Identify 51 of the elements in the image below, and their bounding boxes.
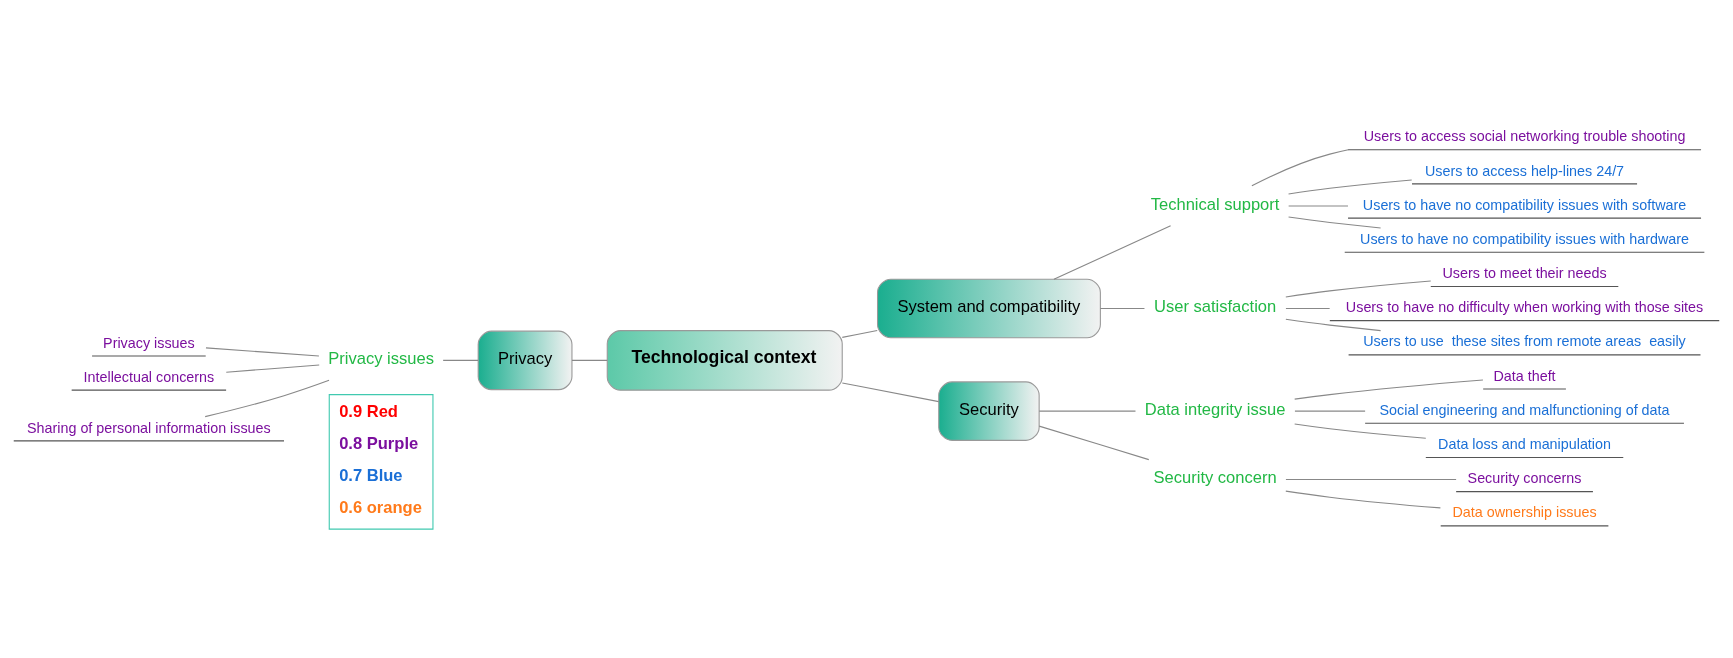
connector: [841, 329, 878, 338]
node-text: Users to access help-lines 24/7: [1424, 162, 1625, 178]
connector: [1285, 478, 1457, 480]
connector: [1053, 224, 1172, 280]
node-text: Data loss and manipulation: [1438, 435, 1611, 452]
node-text: Users to have no compatibility issues with hardware: [1360, 230, 1689, 247]
connector: [1294, 410, 1366, 412]
connector: [1285, 318, 1382, 331]
connector: [1285, 279, 1432, 297]
legend-label: 0.7 Blue: [339, 465, 403, 485]
node-box: Privacy: [477, 330, 573, 390]
node-text: Users to meet their needs: [1442, 264, 1607, 281]
connector: [571, 359, 608, 361]
connector: [1099, 307, 1145, 309]
node-text: Sharing of personal information issues: [27, 419, 271, 436]
legend-label: 0.9 Red: [339, 401, 398, 421]
connector: [1288, 178, 1413, 194]
node-text: Data integrity issue: [1144, 399, 1286, 419]
connector: [442, 359, 479, 361]
node-text: Security concern: [1153, 467, 1277, 487]
connector: [841, 381, 940, 402]
node-text: User satisfaction: [1154, 296, 1277, 316]
node-text: Data ownership issues: [1452, 503, 1597, 520]
node-text: Users to have no difficulty when working with those sites: [1345, 298, 1704, 315]
node-text: Users to use these sites from remote areas easily: [1363, 332, 1686, 349]
connector: [1285, 490, 1441, 508]
connector: [1288, 216, 1382, 229]
node-text: Intellectual concerns: [83, 368, 215, 385]
connector: [1038, 410, 1137, 412]
connector: [1285, 307, 1331, 309]
connector: [1251, 148, 1349, 186]
legend-label: 0.6 orange: [339, 497, 422, 517]
node-text: Social engineering and malfunctioning of data: [1379, 401, 1670, 418]
connector: [204, 379, 330, 417]
node-text: Security concerns: [1467, 469, 1582, 486]
node-text: Privacy issues: [103, 334, 195, 351]
node-text: Technical support: [1150, 194, 1280, 214]
connector: [1038, 425, 1150, 460]
connector: [1294, 423, 1427, 439]
node-text: Users to access social networking trouble shooting: [1363, 127, 1686, 144]
node-box: Technological context: [606, 329, 843, 391]
node-text: Privacy issues: [328, 348, 434, 368]
connector: [1294, 378, 1484, 400]
node-box: System and compatibility: [877, 278, 1101, 338]
node-text: Data theft: [1493, 367, 1556, 384]
connector: [1288, 204, 1349, 206]
node-text: Users to have no compatibility issues with software: [1362, 196, 1687, 213]
connector: [225, 364, 320, 373]
connector: [205, 346, 320, 357]
legend-label: 0.8 Purple: [339, 433, 419, 453]
node-box: Security: [938, 380, 1040, 441]
